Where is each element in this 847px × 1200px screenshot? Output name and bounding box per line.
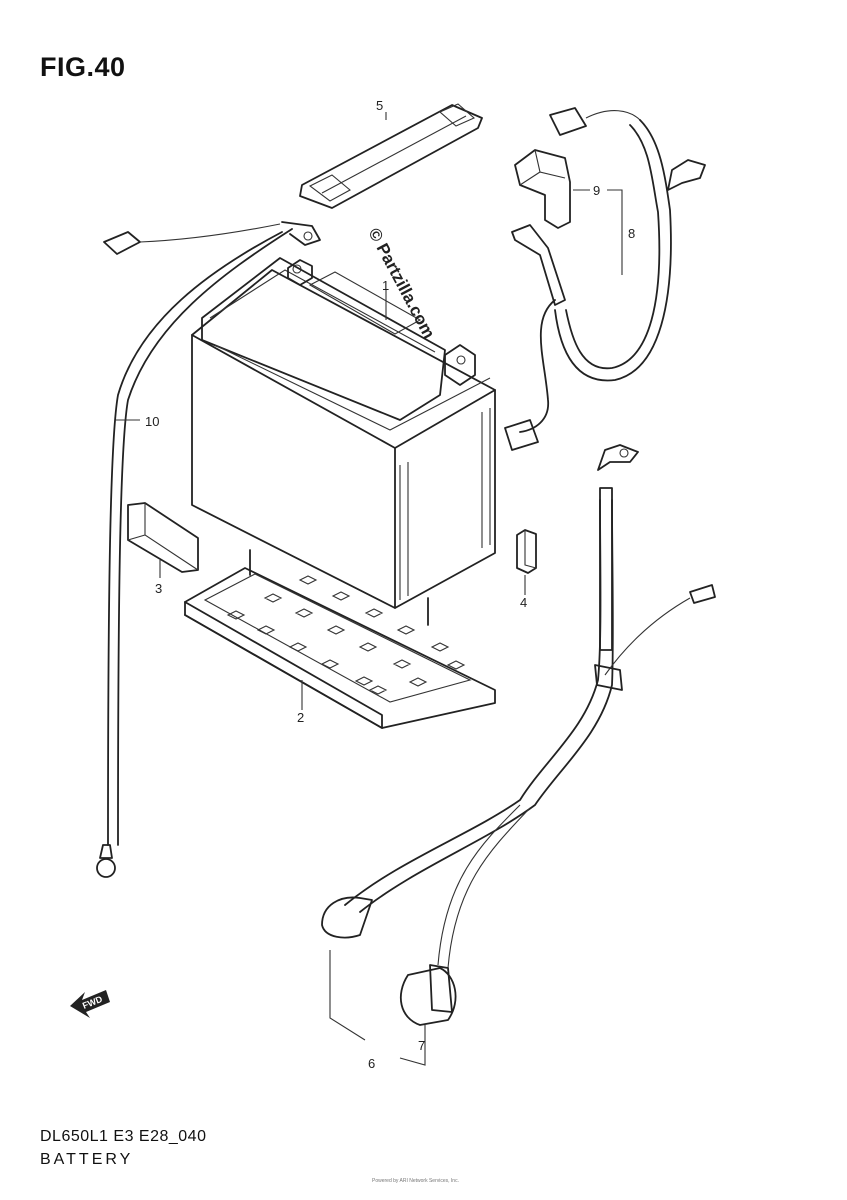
callout-5: 5 xyxy=(376,98,383,113)
pad-part-4[interactable] xyxy=(516,529,537,574)
callout-10: 10 xyxy=(145,414,159,429)
terminal-cover-part-9[interactable] xyxy=(514,149,571,229)
callout-8: 8 xyxy=(628,226,635,241)
copyright-notice: Powered by ARI Network Services, Inc. xyxy=(372,1178,459,1184)
callout-3: 3 xyxy=(155,581,162,596)
figure-code: DL650L1 E3 E28_040 xyxy=(40,1128,207,1145)
callout-9: 9 xyxy=(593,183,600,198)
starter-cable-part-6[interactable] xyxy=(321,444,716,969)
partzilla-watermark: © Partzilla.com xyxy=(364,225,438,342)
figure-title: FIG.40 xyxy=(40,52,126,82)
callout-4: 4 xyxy=(520,595,527,610)
callout-6: 6 xyxy=(368,1056,375,1071)
battery-part-1[interactable] xyxy=(191,257,496,609)
callout-leaders xyxy=(116,112,623,1066)
forward-arrow-icon: FWD xyxy=(70,990,110,1018)
battery-strap-part-5[interactable] xyxy=(299,103,483,209)
starter-cap-part-7[interactable] xyxy=(399,964,457,1026)
battery-tray-part-2[interactable] xyxy=(184,549,496,729)
callout-1: 1 xyxy=(382,278,389,293)
negative-cable-part-10[interactable] xyxy=(96,221,321,878)
pad-part-3[interactable] xyxy=(127,502,199,573)
figure-name: BATTERY xyxy=(40,1151,134,1168)
positive-cable-part-8[interactable] xyxy=(504,107,706,451)
callout-2: 2 xyxy=(297,710,304,725)
callout-7: 7 xyxy=(418,1038,425,1053)
